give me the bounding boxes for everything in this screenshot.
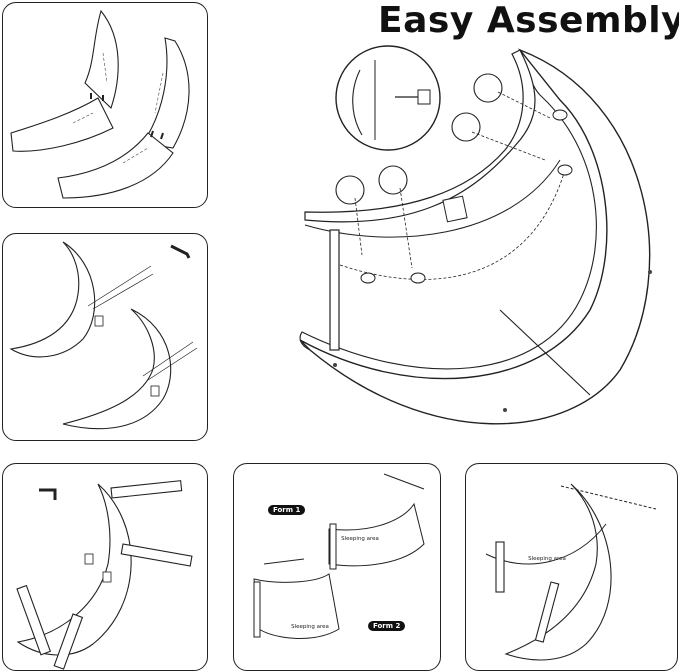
sleeping-area-label: Sleeping area [528, 556, 566, 562]
form-1-badge: Form 1 [268, 505, 306, 515]
bars-illustration [16, 480, 193, 670]
sleeping-area-label: Sleeping area [341, 536, 379, 542]
page-title: Easy Assembly [378, 0, 679, 41]
step-panel-forms: Form 1 Form 2 Sleeping area Sleeping are… [233, 463, 441, 671]
board-pieces-illustration [10, 9, 190, 199]
sleeping-area-label: Sleeping area [291, 624, 329, 630]
step-panel-insert-bars [2, 463, 208, 671]
form-2-badge: Form 2 [368, 621, 406, 631]
final-assembly-illustration [485, 483, 657, 661]
step-panel-join-boards [2, 2, 208, 208]
step-panel-finish: Sleeping area [465, 463, 678, 671]
detail-magnifier [335, 45, 441, 151]
main-assembly-illustration [290, 40, 679, 440]
step-panel-attach-brackets [2, 233, 208, 441]
bracket-illustration [9, 241, 198, 430]
hex-key-icon [170, 244, 191, 259]
hex-key-icon [39, 488, 57, 500]
forms-illustration [253, 473, 425, 639]
